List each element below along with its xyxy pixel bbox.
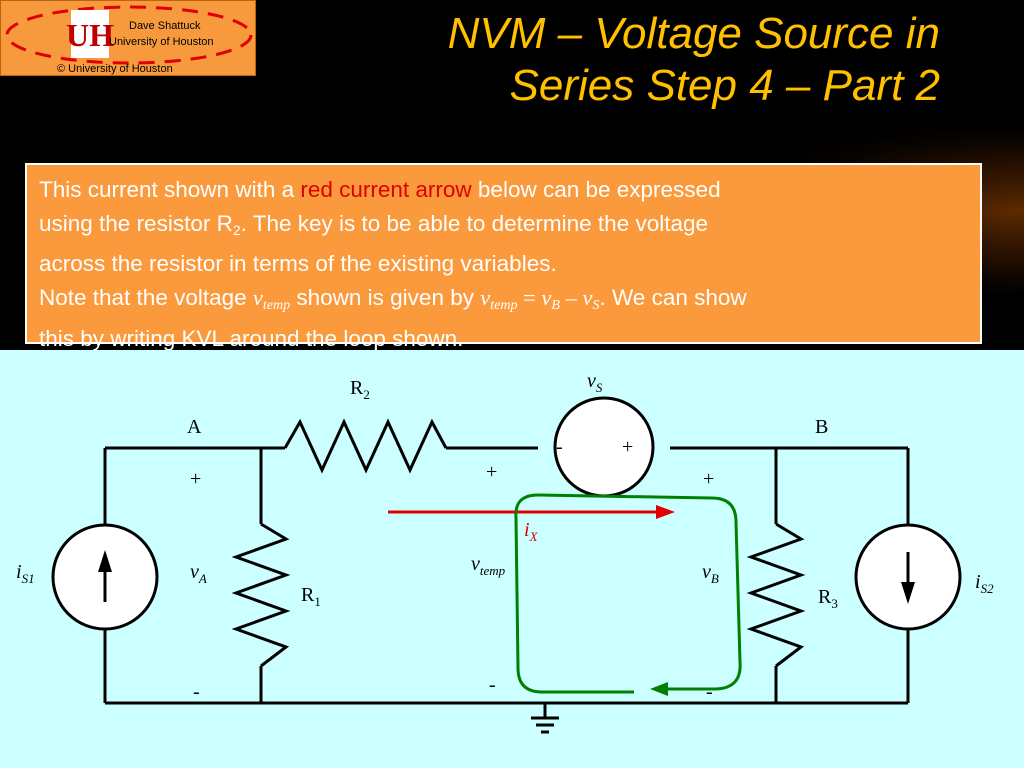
- title-line-2: Series Step 4 – Part 2: [509, 61, 940, 110]
- text-fragment: shown is given by: [290, 284, 481, 310]
- text-fragment: . The key is to be able to determine the…: [240, 210, 709, 236]
- label-vb: vB: [702, 561, 719, 586]
- text-line-5: this by writing KVL around the loop show…: [39, 326, 464, 351]
- label-is1: iS1: [16, 561, 35, 586]
- text-line-3: across the resistor in terms of the exis…: [39, 251, 557, 276]
- label-r3: R3: [818, 586, 838, 611]
- text-fragment: Note that the voltage: [39, 284, 253, 310]
- label-vtemp-plus: +: [486, 461, 498, 483]
- svg-text:UH: UH: [66, 17, 114, 53]
- label-va-plus: +: [190, 468, 202, 490]
- logo-author-name: Dave Shattuck: [129, 20, 201, 32]
- math-var: v: [541, 284, 552, 310]
- red-current-arrow-icon: [388, 505, 675, 519]
- math-operator: –: [559, 284, 583, 310]
- math-subscript: temp: [262, 297, 291, 313]
- label-vs-minus: -: [556, 436, 563, 458]
- resistor-r2-icon: [283, 418, 448, 474]
- math-var: v: [582, 284, 593, 310]
- text-line-2: using the resistor R2. The key is to be …: [39, 207, 970, 248]
- current-source-is1-icon: [51, 523, 159, 631]
- label-vtemp: vtemp: [471, 553, 506, 578]
- math-var: v: [480, 284, 491, 310]
- circuit-drawing: [51, 396, 962, 734]
- current-source-is2-icon: [854, 523, 962, 631]
- text-fragment: . We can show: [599, 284, 747, 310]
- voltage-source-vs-icon: [553, 396, 655, 498]
- math-subscript: S: [592, 297, 600, 313]
- circuit-diagram: R2 vS - + A B + + + iX iS1 iS2 vA vtemp …: [0, 350, 1024, 768]
- label-va: vA: [190, 561, 207, 586]
- resistor-r1-icon: [231, 522, 291, 668]
- logo-copyright: © University of Houston: [57, 63, 173, 75]
- label-vb-plus: +: [703, 468, 715, 490]
- math-subscript: temp: [490, 297, 518, 313]
- kvl-loop-icon: [514, 493, 742, 694]
- title-line-1: NVM – Voltage Source in: [447, 9, 940, 58]
- red-current-arrow-text: red current arrow: [300, 177, 472, 202]
- resistor-r3-icon: [746, 522, 806, 668]
- logo-university: University of Houston: [109, 36, 214, 48]
- label-vs: vS: [587, 370, 603, 395]
- label-node-b: B: [815, 416, 829, 438]
- logo-box: UH Dave Shattuck University of Houston ©…: [0, 0, 256, 76]
- label-is2: iS2: [975, 571, 994, 596]
- text-fragment: below can be expressed: [471, 177, 721, 202]
- text-fragment: This current shown with a: [39, 177, 301, 202]
- label-ix: iX: [524, 519, 538, 544]
- label-vtemp-minus: -: [489, 674, 496, 696]
- label-r1: R1: [301, 584, 321, 609]
- label-r2: R2: [350, 377, 370, 402]
- text-line-4: Note that the voltage vtemp shown is giv…: [39, 281, 970, 323]
- label-va-minus: -: [193, 681, 200, 703]
- text-fragment: using the resistor R: [39, 210, 233, 236]
- text-subscript: 2: [232, 221, 241, 238]
- math-var: v: [252, 284, 263, 310]
- label-vb-minus: -: [706, 681, 713, 703]
- slide-title: NVM – Voltage Source in Series Step 4 – …: [320, 8, 940, 112]
- label-node-a: A: [187, 416, 202, 438]
- ground-icon: [531, 716, 559, 734]
- text-line-1: This current shown with a red current ar…: [39, 173, 970, 207]
- math-operator: =: [517, 284, 542, 310]
- label-vs-plus: +: [622, 436, 634, 458]
- university-logo-icon: UH: [5, 5, 253, 65]
- kvl-loop-arrowhead-icon: [650, 682, 668, 696]
- math-subscript: B: [551, 297, 560, 313]
- explanation-box: This current shown with a red current ar…: [25, 163, 982, 351]
